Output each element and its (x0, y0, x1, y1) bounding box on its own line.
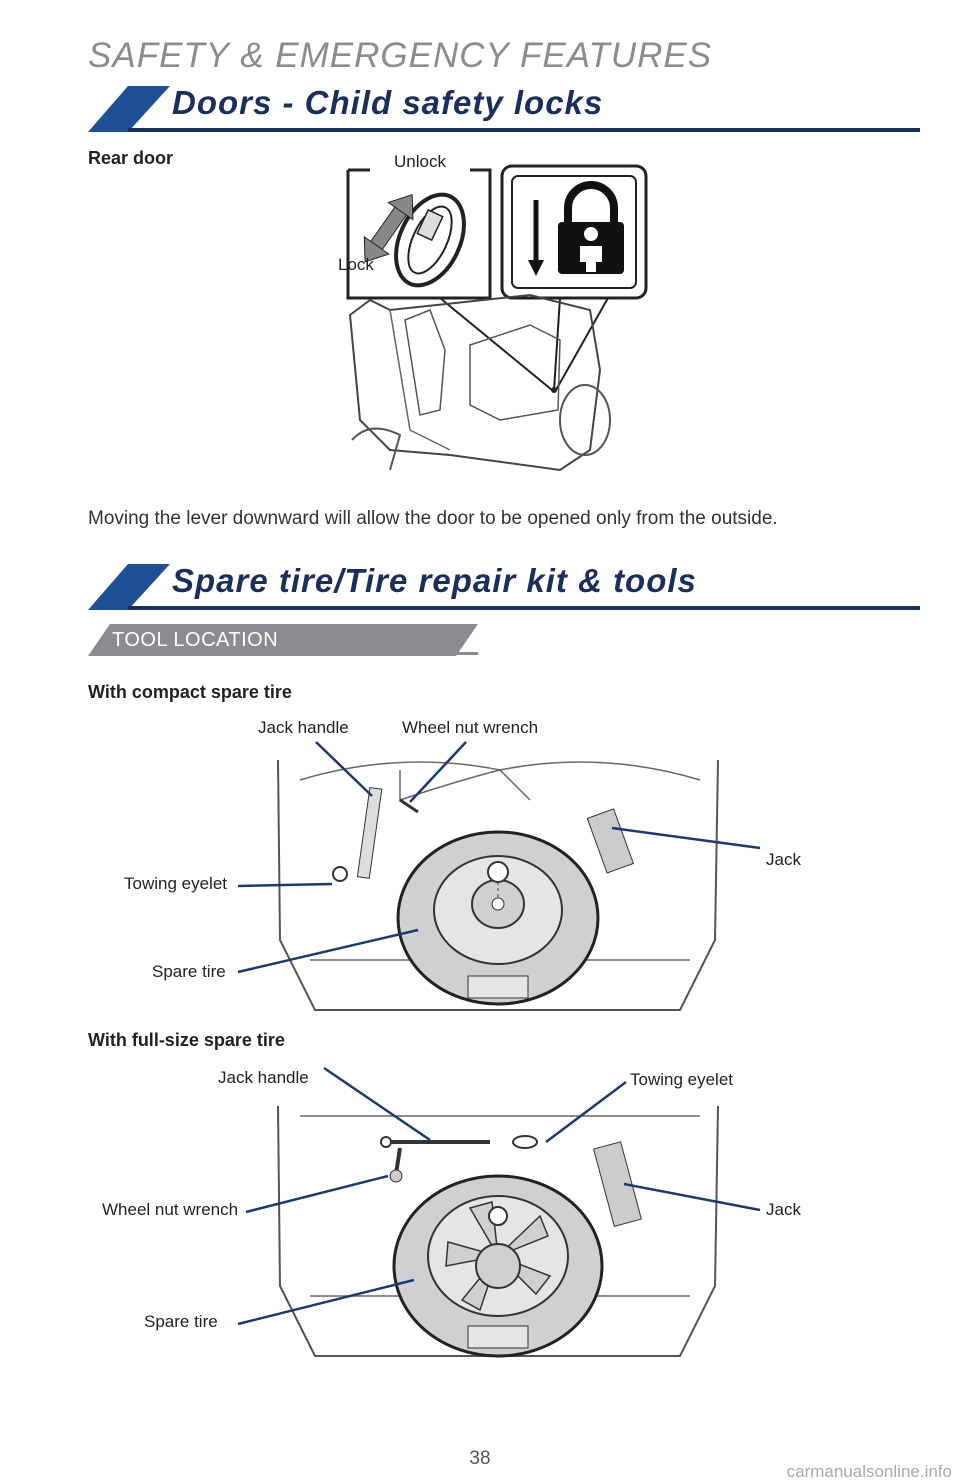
lock-label: Lock (338, 255, 374, 274)
fullsize-spare-heading: With full-size spare tire (88, 1030, 285, 1050)
compact-spare-illustration (277, 759, 719, 1011)
compact-wheel-nut-wrench-label: Wheel nut wrench (402, 718, 539, 737)
unlock-label: Unlock (394, 152, 446, 171)
compact-spare-tire-label: Spare tire (152, 962, 226, 981)
compact-jack-label: Jack (766, 850, 801, 869)
fullsize-spare-illustration (277, 1105, 719, 1358)
child-lock-description: Moving the lever downward will allow the… (88, 508, 778, 529)
compact-spare-heading: With compact spare tire (88, 682, 292, 702)
compact-towing-eyelet-label: Towing eyelet (124, 874, 228, 893)
section-title-child-safety-locks: Doors - Child safety locks (172, 84, 604, 121)
fullsize-spare-tire-label: Spare tire (144, 1312, 218, 1331)
page-number: 38 (469, 1448, 491, 1469)
tool-location-tab (88, 624, 478, 656)
fullsize-towing-eyelet-label: Towing eyelet (630, 1070, 734, 1089)
fullsize-jack-label: Jack (766, 1200, 801, 1219)
section-banner-spare-tire (88, 564, 920, 610)
tool-location-tab-label: TOOL LOCATION (112, 629, 279, 651)
watermark: carmanualsonline.info (786, 1462, 952, 1481)
fullsize-jack-handle-label: Jack handle (218, 1068, 309, 1087)
child-lock-illustration (346, 164, 648, 472)
section-title-spare-tire: Spare tire/Tire repair kit & tools (172, 562, 697, 599)
fullsize-wheel-nut-wrench-label: Wheel nut wrench (102, 1200, 239, 1219)
rear-door-heading: Rear door (88, 148, 174, 168)
compact-jack-handle-label: Jack handle (258, 718, 349, 737)
section-banner-doors (88, 86, 920, 132)
page-category-header: SAFETY & EMERGENCY FEATURES (88, 36, 713, 75)
